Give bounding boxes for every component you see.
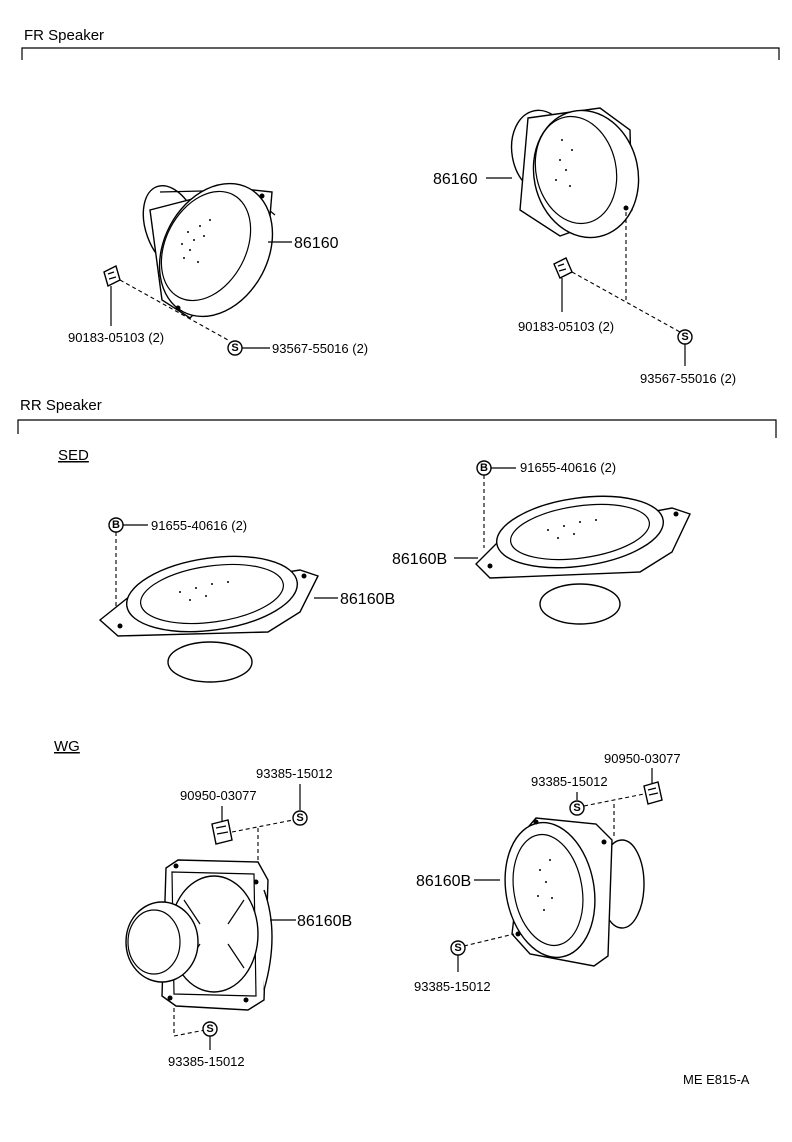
wg-left-dashed-line-top — [231, 819, 294, 833]
sed-subsection-title: SED — [58, 447, 89, 464]
wg-right-dashed-line-bottom — [463, 933, 515, 947]
fr-right-screw-part: 93567-55016 (2) — [640, 371, 736, 386]
wg-left-nut-icon — [211, 819, 233, 845]
fr-left-clip-icon — [103, 264, 121, 288]
svg-text:S: S — [206, 1023, 213, 1035]
rr-speaker-section: RR Speaker SED B 91655-40616 (2) 86160B — [17, 397, 777, 1069]
fr-left-clip-part: 90183-05103 (2) — [68, 330, 164, 345]
fr-left-speaker-part: 86160 — [294, 235, 339, 252]
svg-text:S: S — [681, 331, 688, 343]
wg-left-nut-part: 90950-03077 — [180, 788, 257, 803]
wg-subsection-title: WG — [54, 738, 80, 755]
fr-speaker-section: FR Speaker 86160 90183-05103 (2) — [21, 27, 780, 386]
sed-right-speaker-drawing — [475, 495, 691, 625]
svg-text:S: S — [454, 942, 461, 954]
fr-right-screw-symbol: S — [677, 329, 693, 345]
rr-section-title: RR Speaker — [20, 397, 102, 414]
sed-right-bolt-part: 91655-40616 (2) — [520, 460, 616, 475]
fr-right-speaker-drawing — [510, 107, 640, 239]
svg-text:B: B — [112, 519, 120, 531]
fr-right-clip-icon — [553, 257, 573, 279]
wg-right-screw-bottom-symbol: S — [450, 940, 466, 956]
wg-right-screw-top-symbol: S — [569, 800, 585, 816]
sed-left-speaker-drawing — [98, 555, 319, 683]
svg-text:S: S — [296, 812, 303, 824]
fr-left-screw-part: 93567-55016 (2) — [272, 341, 368, 356]
wg-left-screw-top-symbol: S — [292, 810, 308, 826]
svg-text:S: S — [231, 342, 238, 354]
sed-right-bolt-symbol: B — [476, 460, 492, 476]
svg-text:S: S — [573, 802, 580, 814]
wg-right-speaker-drawing — [504, 817, 645, 967]
sed-left-bolt-part: 91655-40616 (2) — [151, 518, 247, 533]
fr-section-bracket — [21, 47, 780, 60]
wg-right-screw-top-part: 93385-15012 — [531, 774, 608, 789]
wg-left-screw-bottom-part: 93385-15012 — [168, 1054, 245, 1069]
wg-right-speaker-part: 86160B — [416, 873, 471, 890]
fr-right-speaker-part: 86160 — [433, 171, 478, 188]
sed-left-bolt-symbol: B — [108, 517, 124, 533]
svg-text:B: B — [480, 462, 488, 474]
wg-left-speaker-part: 86160B — [297, 913, 352, 930]
wg-right-nut-icon — [643, 781, 663, 805]
rr-section-bracket — [17, 419, 777, 438]
wg-left-speaker-drawing — [125, 859, 273, 1011]
wg-left-screw-top-part: 93385-15012 — [256, 766, 333, 781]
fr-left-speaker-drawing — [142, 182, 276, 319]
fr-left-screw-symbol: S — [227, 340, 243, 356]
diagram-code: ME E815-A — [683, 1072, 750, 1087]
sed-right-speaker-part: 86160B — [392, 551, 447, 568]
wg-right-nut-part: 90950-03077 — [604, 751, 681, 766]
sed-left-speaker-part: 86160B — [340, 591, 395, 608]
fr-right-clip-part: 90183-05103 (2) — [518, 319, 614, 334]
wg-right-screw-bottom-part: 93385-15012 — [414, 979, 491, 994]
fr-section-title: FR Speaker — [24, 27, 104, 44]
wg-right-dashed-line-top — [583, 793, 645, 807]
wg-left-dashed-line-bottom — [173, 1008, 206, 1037]
wg-left-screw-bottom-symbol: S — [202, 1021, 218, 1037]
